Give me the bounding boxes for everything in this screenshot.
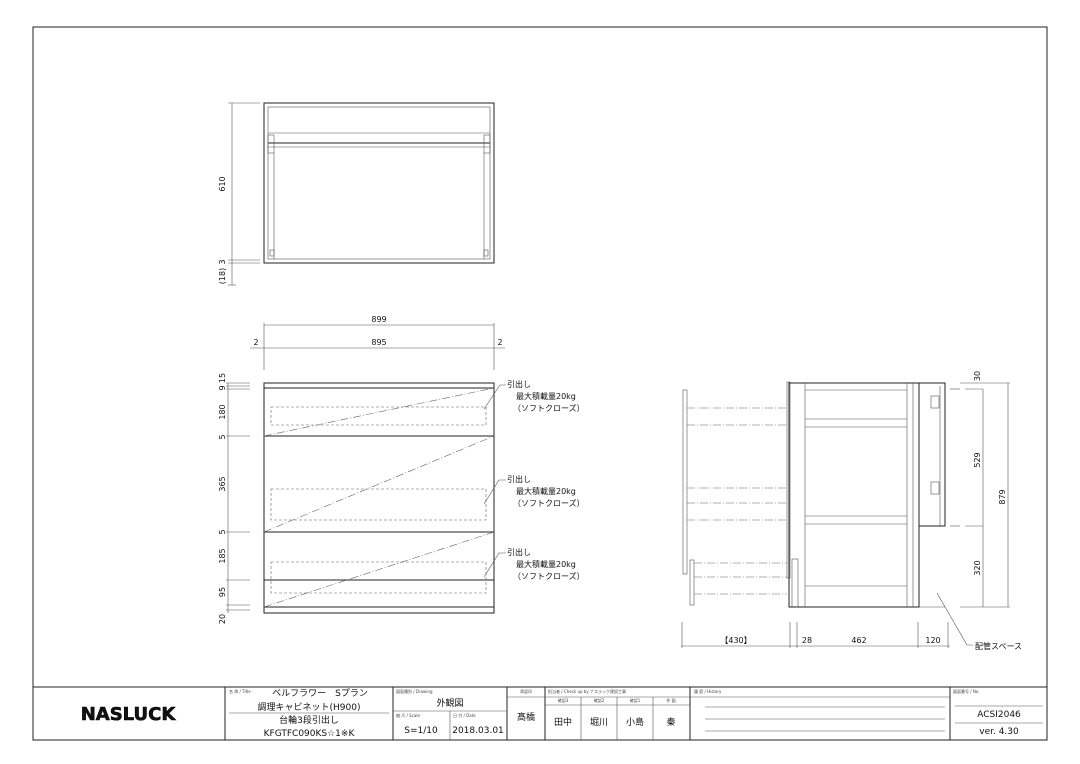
dim-529: 529 — [973, 452, 982, 467]
dim-610: 610 — [218, 176, 227, 191]
svg-text:名 称 / Title: 名 称 / Title — [229, 688, 251, 694]
svg-text:（ソフトクローズ）: （ソフトクローズ） — [513, 403, 585, 413]
dim-v-20: 20 — [218, 614, 227, 624]
title-block: NASLUCK 名 称 / Title ベルフラワー Sプラン 調理キャビネット… — [32, 686, 1048, 741]
dim-left-2: 2 — [253, 338, 258, 347]
title-line2: 調理キャビネット(H900) — [258, 701, 361, 713]
dim-320: 320 — [973, 560, 982, 575]
dim-462: 462 — [851, 636, 866, 645]
svg-text:確認3: 確認3 — [558, 697, 569, 703]
dim-v-185: 185 — [218, 548, 227, 563]
svg-text:確認1: 確認1 — [630, 697, 641, 703]
svg-text:（ソフトクローズ）: （ソフトクローズ） — [513, 571, 585, 581]
nasluck-logo: NASLUCK — [80, 704, 177, 726]
title-line1: ベルフラワー Sプラン — [272, 688, 368, 699]
svg-text:秦: 秦 — [666, 716, 675, 728]
svg-text:作 図: 作 図 — [666, 697, 675, 703]
top-view: 610 3 (18) — [218, 102, 495, 286]
dim-right-2: 2 — [497, 338, 502, 347]
dim-879: 879 — [998, 489, 1007, 504]
svg-text:NASLUCK: NASLUCK — [81, 704, 177, 725]
front-view: 899 895 2 2 15 9 180 5 365 5 185 95 20 — [218, 315, 585, 624]
svg-text:小島: 小島 — [626, 716, 644, 728]
svg-text:堀川: 堀川 — [590, 717, 608, 728]
dim-v-95: 95 — [218, 587, 227, 597]
svg-text:履 歴 / History: 履 歴 / History — [694, 688, 722, 694]
dim-v-15: 15 — [218, 373, 227, 383]
svg-text:図面種別 / Drawing: 図面種別 / Drawing — [396, 688, 433, 694]
dim-895: 895 — [371, 338, 386, 347]
piping-space-note: 配管スペース — [975, 641, 1022, 651]
dim-430: 【430】 — [720, 636, 751, 645]
svg-text:引出し: 引出し — [507, 379, 531, 389]
title-line3: 台輪3段引出し — [279, 714, 339, 726]
dim-899: 899 — [371, 315, 386, 324]
svg-text:引出し: 引出し — [507, 547, 531, 557]
drawer-note-3: 引出し 最大積載量20kg （ソフトクローズ） — [483, 547, 585, 581]
svg-text:田中: 田中 — [554, 716, 572, 728]
svg-text:確認2: 確認2 — [594, 697, 605, 703]
drawer-note-2: 引出し 最大積載量20kg （ソフトクローズ） — [483, 474, 585, 508]
dim-v-9: 9 — [218, 385, 227, 390]
svg-text:最大積載量20kg: 最大積載量20kg — [516, 391, 576, 401]
svg-text:承認印: 承認印 — [520, 688, 532, 694]
dim-30: 30 — [973, 371, 982, 381]
drawer-note-1: 引出し 最大積載量20kg （ソフトクローズ） — [483, 379, 585, 413]
drawing-number: ACSI2046 — [977, 710, 1021, 720]
dim-3: 3 — [218, 259, 227, 264]
scale-value: S=1/10 — [404, 726, 438, 736]
drawing-type: 外観図 — [436, 697, 463, 709]
svg-text:最大積載量20kg: 最大積載量20kg — [516, 486, 576, 496]
svg-text:図面番号 / No.: 図面番号 / No. — [953, 688, 980, 694]
approver: 髙橋 — [517, 711, 535, 723]
dim-v-5a: 5 — [218, 434, 227, 439]
dim-18: (18) — [218, 268, 227, 284]
side-view: 30 529 879 320 【430】 28 462 120 配管スペース — [681, 371, 1022, 651]
dim-120: 120 — [925, 636, 940, 645]
svg-text:（ソフトクローズ）: （ソフトクローズ） — [513, 498, 585, 508]
title-line4: KFGTFC090KS☆1※K — [264, 729, 356, 739]
date-value: 2018.03.01 — [452, 726, 504, 736]
svg-text:縮 尺 / Scale: 縮 尺 / Scale — [396, 712, 420, 718]
dim-28: 28 — [802, 636, 812, 645]
version: ver. 4.30 — [979, 727, 1019, 737]
dim-v-180: 180 — [218, 404, 227, 419]
svg-text:担当者 / Check up by ナスラック建設工事: 担当者 / Check up by ナスラック建設工事 — [548, 688, 626, 694]
dim-v-5b: 5 — [218, 529, 227, 534]
svg-text:日 付 / Date: 日 付 / Date — [453, 712, 476, 718]
svg-text:最大積載量20kg: 最大積載量20kg — [516, 559, 576, 569]
dim-v-365: 365 — [218, 476, 227, 491]
svg-text:引出し: 引出し — [507, 474, 531, 484]
